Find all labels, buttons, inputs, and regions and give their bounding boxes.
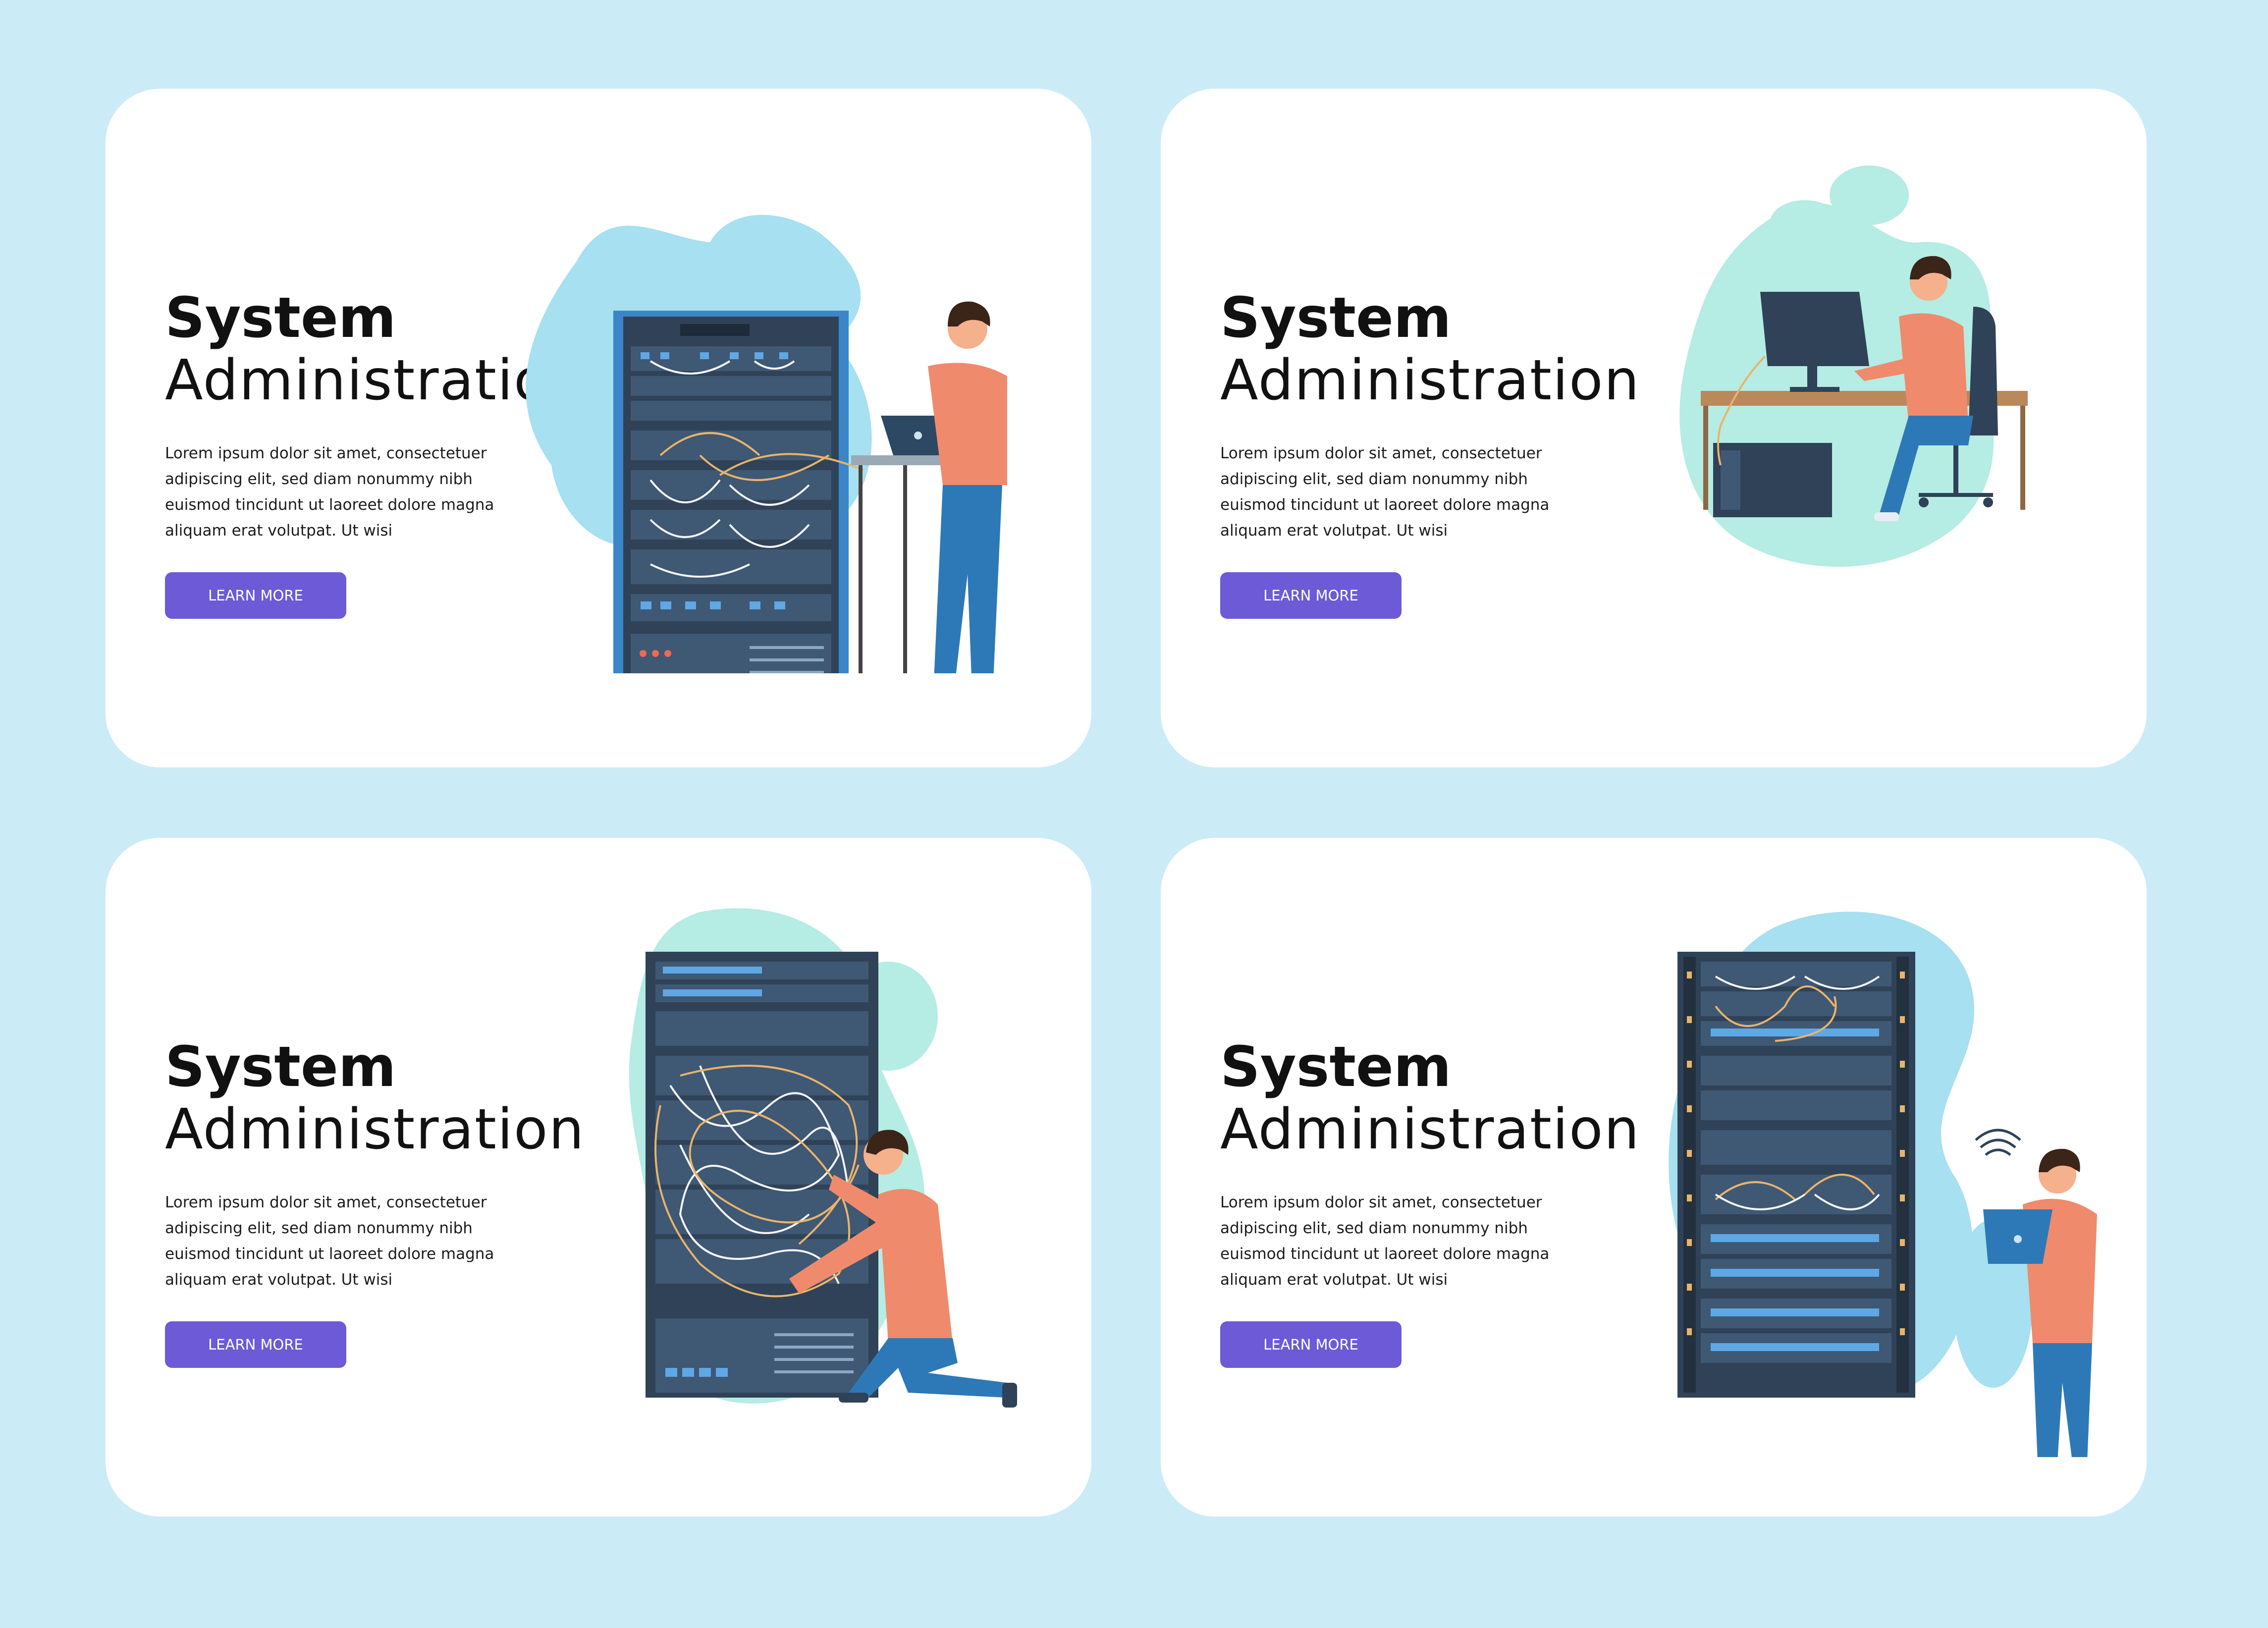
server-rack [1677,952,1915,1398]
title-bold: System [165,286,396,350]
card-wireless-admin: System Administration Lorem ipsum dolor … [1161,838,2147,1517]
admin-kneeling [789,1130,1017,1408]
kneeling-admin-illustration [629,908,1017,1408]
pc-tower [1713,443,1832,517]
office-chair [1919,307,1998,507]
title-light: Administration [165,348,585,413]
card-kneeling-admin: System Administration Lorem ipsum dolor … [106,838,1091,1517]
cable [1717,355,1766,466]
admin-with-laptop [1983,1148,2097,1457]
server-rack [613,311,864,673]
learn-more-button[interactable]: LEARN MORE [1220,572,1402,619]
server-rack [646,952,878,1398]
learn-more-button[interactable]: LEARN MORE [165,1321,346,1368]
title-bold: System [165,1035,396,1099]
blob-small-1 [1830,165,1909,225]
text-block: System Administration Lorem ipsum dolor … [1220,1036,1666,1368]
admin-seated [1854,256,1973,521]
title-light: Administration [165,1097,585,1162]
text-block: System Administration Lorem ipsum dolor … [165,287,611,619]
text-block: System Administration Lorem ipsum dolor … [165,1036,611,1368]
wireless-admin-illustration [1669,912,2097,1457]
text-block: System Administration Lorem ipsum dolor … [1220,287,1666,619]
blob-small-2 [1770,200,1839,245]
title-light: Administration [1220,1097,1640,1162]
learn-more-button[interactable]: LEARN MORE [1220,1321,1402,1368]
learn-more-button[interactable]: LEARN MORE [165,572,346,619]
monitor [1760,292,1869,392]
description: Lorem ipsum dolor sit amet, consectetuer… [1220,1194,1550,1289]
desk-admin-illustration [1679,165,2028,567]
admin-standing [928,301,1007,673]
title-bold: System [1220,1035,1452,1099]
description: Lorem ipsum dolor sit amet, consectetuer… [165,444,494,540]
description: Lorem ipsum dolor sit amet, consectetuer… [165,1194,494,1289]
title-light: Administration [1220,348,1640,413]
laptop [881,416,953,455]
wifi-icon [1975,1129,2021,1156]
card-server-rack-laptop: System Administration Lorem ipsum dolor … [106,89,1091,767]
server-rack-admin-illustration [526,215,1007,673]
description: Lorem ipsum dolor sit amet, consectetuer… [1220,444,1550,540]
card-desk-admin: System Administration Lorem ipsum dolor … [1161,89,2147,767]
title-bold: System [1220,286,1452,350]
